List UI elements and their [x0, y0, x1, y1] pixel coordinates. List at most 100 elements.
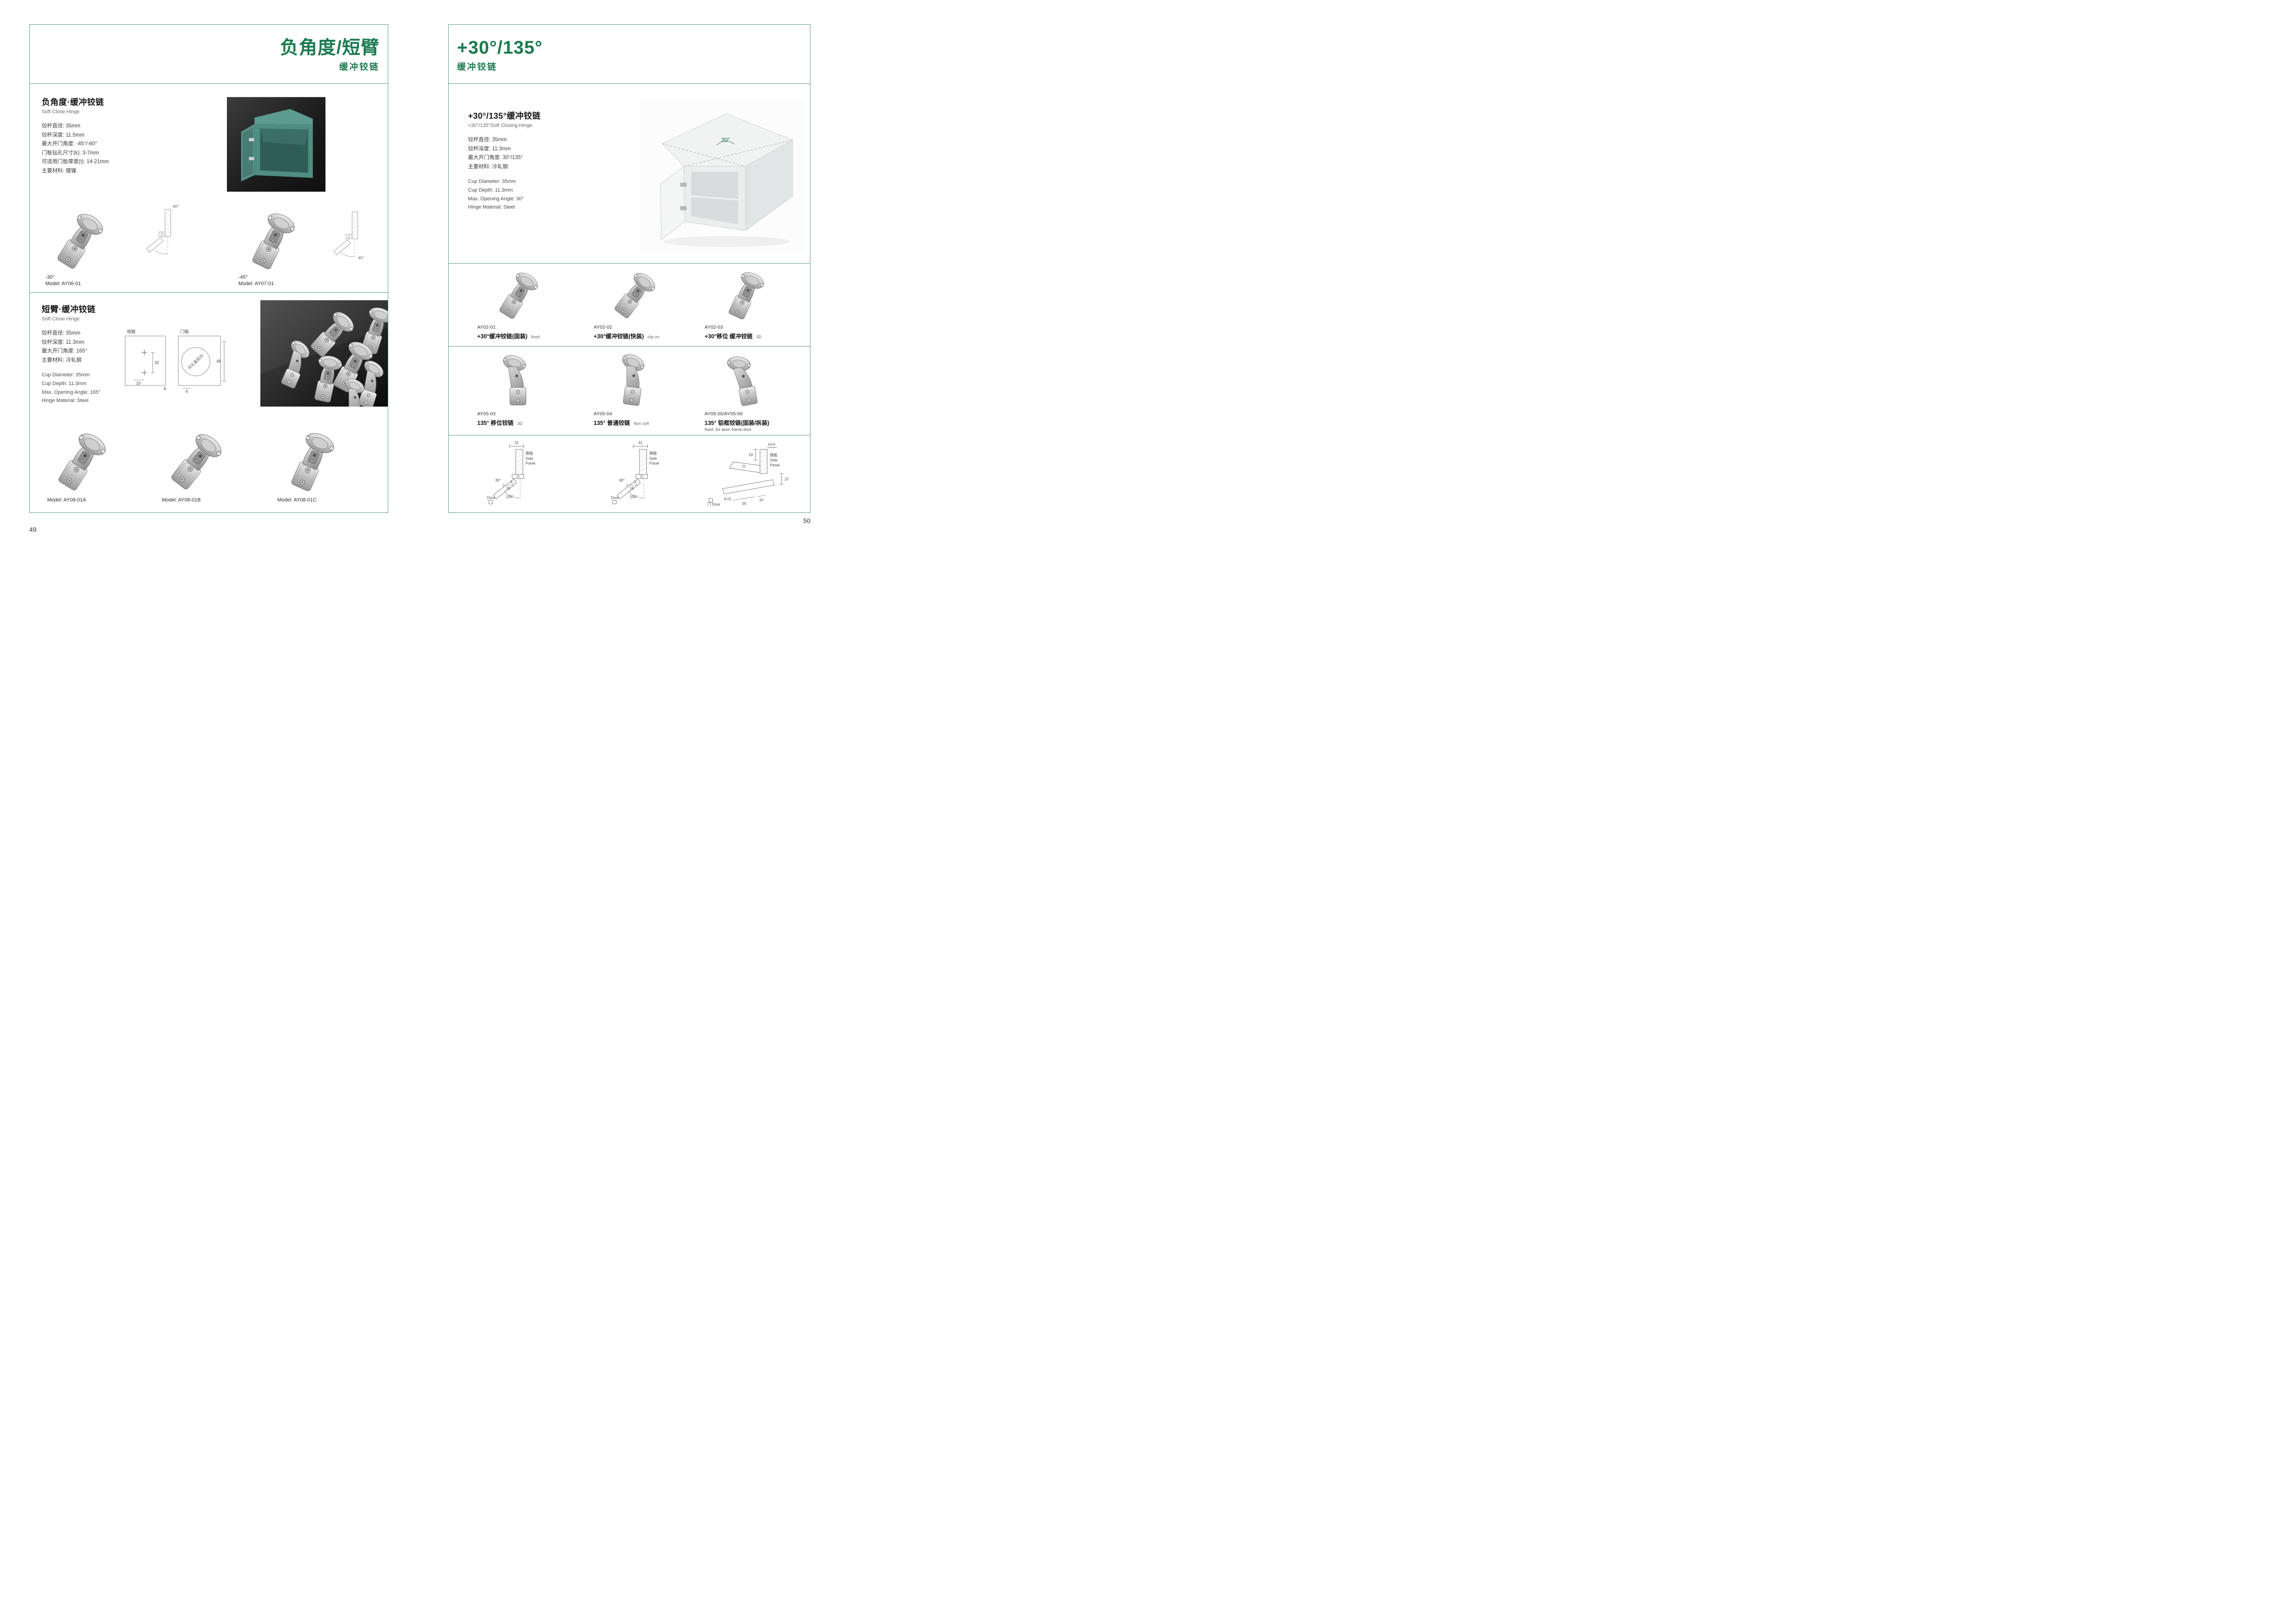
right-page-subtitle: 缓冲铰链 — [457, 62, 498, 72]
corner-cabinet-photo-white: 30° — [640, 100, 804, 252]
corner-cabinet-photo-teal — [227, 97, 325, 192]
spec-line: 门板钻孔尺寸(k): 3-7mm — [42, 150, 99, 156]
hinges-group-photo-dark — [260, 300, 388, 407]
spec-line: 主要材料: 冷轧钢 — [42, 357, 82, 363]
product-name-text: 135° 移位铰链 — [477, 420, 514, 426]
spec-list: 铰杯直径: 35mm 铰杯深度: 11.5mm 最大开门角度: -45°/-60… — [42, 122, 133, 176]
product-model: Model: AY08-01A — [47, 497, 86, 503]
spec-list-cn: 铰杯直径: 35mm 铰杯深度: 11.3mm 最大开门角度: 165° 主要材… — [42, 329, 133, 365]
hole-diameter-label: 开孔直径35 — [187, 353, 204, 370]
hinge-photo — [47, 428, 116, 495]
mounting-diagram-2: 31 侧板 Side Panel 30° 3 16 105° Door — [611, 441, 659, 509]
spec-list-en: Cup Diameter: 35mm Cup Depth: 11.3mm Max… — [468, 177, 560, 212]
spec-line: 主要材料: 冷轧钢 — [468, 164, 508, 170]
side-panel-en-label: Side — [650, 457, 657, 461]
dim-label: 35 — [742, 501, 747, 506]
product-ay08-01a: Model: AY08-01A — [47, 428, 134, 503]
diagram-angle-label: 60° — [173, 204, 179, 209]
spec-line: 铰杯深度: 11.3mm — [468, 146, 511, 152]
hinge-photo — [238, 209, 307, 273]
left-page-header: 负角度/短臂 缓冲铰链 — [30, 25, 388, 84]
product-name-text: +30°缓冲铰链(快装) — [594, 333, 644, 340]
dim-label: 10 — [759, 498, 764, 502]
hinge-photo — [487, 351, 549, 409]
dim-6: 6 — [186, 389, 188, 394]
page-right: +30°/135° 缓冲铰链 +30°/135°缓冲铰链 +30°/135°So… — [448, 24, 810, 513]
left-page-title: 负角度/短臂 — [280, 38, 380, 58]
left-page-subtitle: 缓冲铰链 — [339, 62, 380, 72]
product-ay08-01b: Model: AY08-01B — [162, 428, 249, 503]
right-page-title: +30°/135° — [457, 38, 543, 58]
door-label: Door — [611, 496, 619, 500]
h-label: H=0 — [768, 443, 776, 447]
spec-line: 铰杯直径: 35mm — [468, 137, 507, 143]
spec-line: 可适用门板厚度(t): 14-21mm — [42, 159, 109, 165]
product-code: AY05-04 — [594, 411, 612, 417]
door-panel-label: 门板 — [180, 329, 189, 335]
product-tag: Non soft — [634, 421, 649, 426]
mounting-diagram-1: 31 侧板 Side Panel 30° 3 16 105° Door — [487, 441, 535, 509]
dim-label: 3 — [510, 480, 512, 484]
spec-line: 铰杯直径: 35mm — [42, 123, 81, 129]
spec-line: Cup Depth: 11.3mm — [468, 187, 513, 193]
side-panel-en-label: Panel — [650, 462, 659, 466]
k-label: K=5 — [724, 497, 731, 501]
hinge-photo — [715, 268, 777, 322]
spec-line: 最大开门角度: 30°/135° — [468, 155, 523, 161]
dim-32: 32 — [154, 360, 159, 365]
dim-label: 16 — [506, 486, 511, 490]
product-name-text: +30°缓冲铰链(固装) — [477, 333, 528, 340]
dim-10: 10 — [136, 381, 141, 385]
product-ay02-02: AY02-02 +30°缓冲铰链(快装)clip on — [594, 268, 697, 340]
product-name: 135° 普通铰链 Non soft — [594, 418, 697, 427]
spec-line: 铰杯直径: 35mm — [42, 330, 81, 336]
section-subtitle: Soft Close Hinge — [42, 109, 80, 115]
product-name: 135° 铝框铰链(固装/拆装) — [705, 418, 808, 427]
spec-line: Hinge Material: Steel — [42, 398, 89, 404]
technical-drawing: 60° — [140, 204, 179, 263]
spec-line: Cup Diameter: 35mm — [42, 372, 90, 378]
product-tag: 3D — [756, 335, 762, 339]
section-subtitle: Soft Close Hinge — [42, 316, 80, 322]
mounting-diagram-row: 31 侧板 Side Panel 30° 3 16 105° Door 31 侧… — [449, 435, 810, 513]
spec-line: Cup Depth: 11.3mm — [42, 380, 87, 386]
product-name: +30°缓冲铰链(快装)clip on — [594, 331, 697, 340]
section-title: 负角度·缓冲铰链 — [42, 98, 104, 107]
product-row-1: AY02-01 +30°缓冲铰链(固装)fixed AY02-02 +30°缓冲… — [449, 264, 810, 347]
angle-label: 30° — [495, 479, 501, 483]
diagram-angle-label: 45° — [358, 256, 364, 260]
right-page-header: +30°/135° 缓冲铰链 — [449, 25, 810, 84]
dim-48: 48 — [216, 359, 221, 363]
product-tag: 3D — [517, 421, 523, 426]
catalog-spread: 负角度/短臂 缓冲铰链 负角度·缓冲铰链 Soft Close Hinge 铰杯… — [0, 0, 830, 541]
dim-label: 31 — [514, 441, 519, 445]
section-title: 短臂·缓冲铰链 — [42, 305, 96, 314]
product-code: AY02-01 — [477, 325, 496, 330]
product-name-text: 135° 普通铰链 — [594, 420, 630, 426]
product-angle: -45° — [238, 275, 248, 280]
spec-list-cn: 铰杯直径: 35mm 铰杯深度: 11.3mm 最大开门角度: 30°/135°… — [468, 136, 560, 171]
spec-line: Max. Opening Angle: 165° — [42, 389, 100, 395]
spec-line: 最大开门角度: 165° — [42, 348, 88, 354]
arc-label: 105° — [506, 495, 514, 499]
angle-label: 30° — [619, 479, 625, 483]
dim-label: 19 — [749, 453, 753, 457]
spec-line: 铰杯深度: 11.5mm — [42, 132, 85, 138]
product-angle: -30° — [45, 275, 55, 280]
product-model: Model: AY06-01 — [45, 281, 81, 286]
product-name-text: 135° 铝框铰链(固装/拆装) — [705, 420, 770, 426]
technical-drawing: 45° — [327, 196, 364, 260]
product-ay07-01: -45° Model: AY07-01 — [238, 209, 307, 286]
dim-label: 16 — [630, 486, 634, 490]
arc-label: 105° — [630, 495, 638, 499]
dim-k: K — [164, 386, 166, 391]
section-30-135-hinge: +30°/135°缓冲铰链 +30°/135°Soft Closing Hing… — [449, 84, 810, 264]
product-name: +30°缓冲铰链(固装)fixed — [477, 331, 580, 340]
spec-line: Hinge Material: Steel — [468, 204, 515, 210]
hinge-photo — [604, 351, 666, 409]
hinge-photo — [162, 428, 231, 495]
side-panel-en-label: Panel — [770, 463, 779, 467]
